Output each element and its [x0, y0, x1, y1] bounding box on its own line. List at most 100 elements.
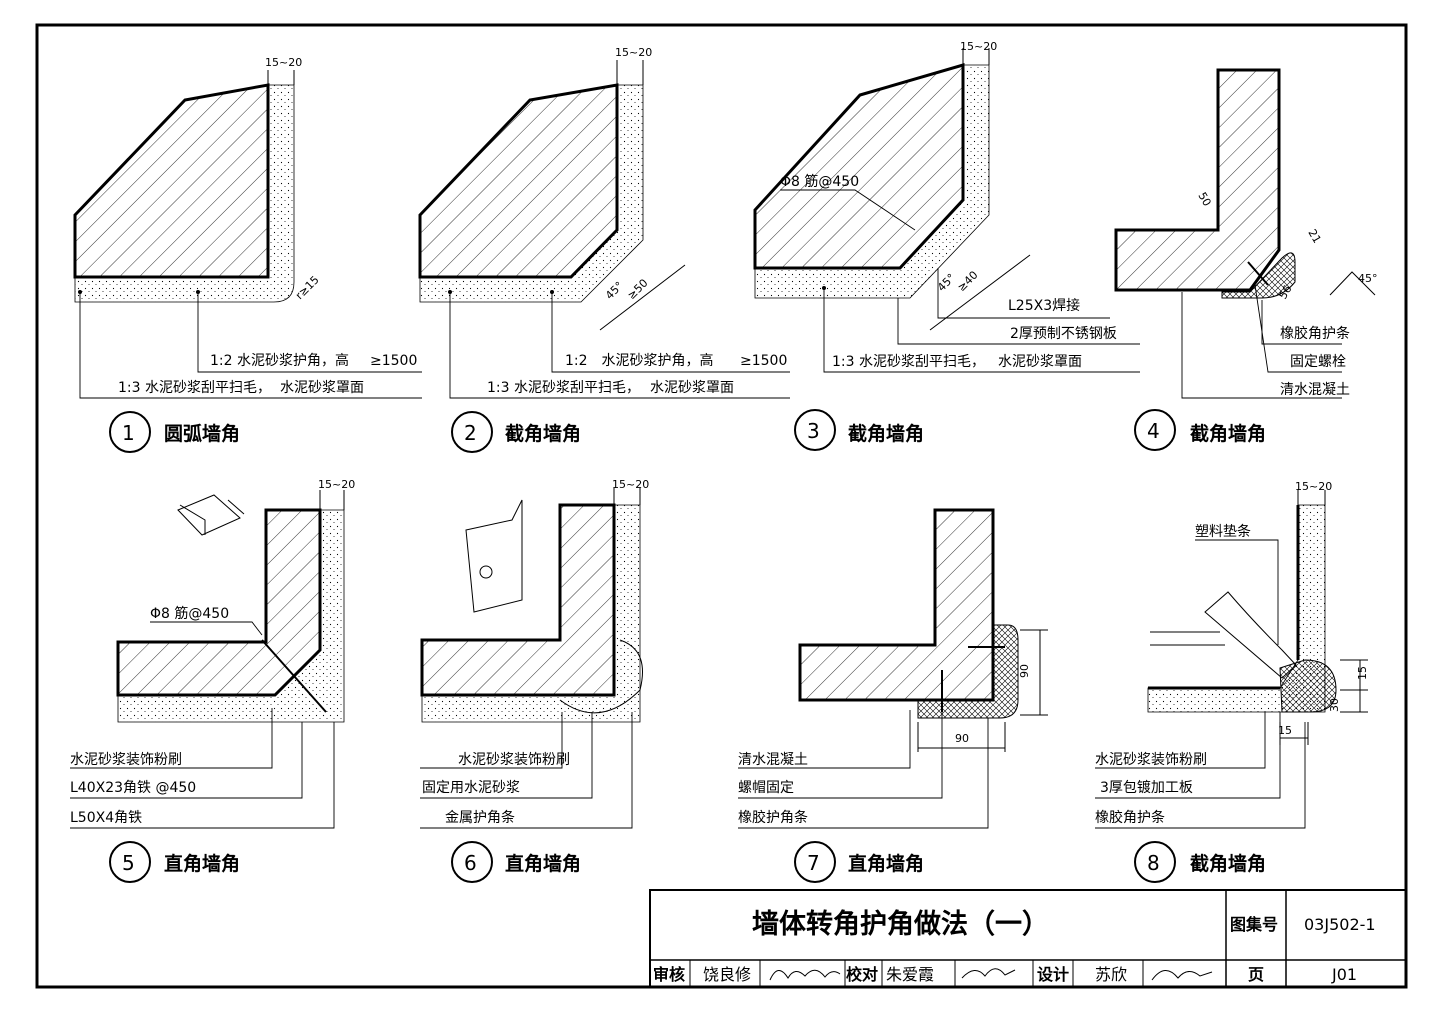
detail-number-circle — [451, 411, 493, 453]
label-bar: Φ8 筋@450 — [780, 173, 859, 190]
dim-90-vertical: 90 — [1018, 664, 1031, 678]
atlas-label: 图集号 — [1230, 915, 1278, 934]
label-3: 橡胶护角条 — [738, 809, 808, 826]
rubber-corner-strip — [1279, 659, 1337, 713]
detail-caption: 截角墙角 — [1190, 852, 1266, 875]
detail-number: 7 — [807, 851, 820, 875]
label-upper: 1:2 水泥砂浆护角，高 — [210, 352, 349, 369]
plastic-pad-sketch — [1204, 591, 1297, 679]
detail-caption: 截角墙角 — [1190, 422, 1266, 445]
dim-15-b: 15 — [1278, 724, 1292, 737]
detail-caption: 截角墙角 — [505, 422, 581, 445]
dim-21: 21 — [1305, 227, 1323, 246]
label-lower-b: 水泥砂浆罩面 — [280, 380, 364, 396]
rubber-corner-strip — [1221, 252, 1296, 299]
plaster-layer — [419, 84, 644, 303]
plaster-layer — [117, 509, 345, 723]
dim-90-horizontal: 90 — [955, 732, 969, 745]
review-signature — [769, 969, 841, 981]
check-label: 校对 — [846, 965, 878, 984]
label-1: 清水混凝土 — [738, 752, 808, 768]
detail-6: 15~20 水泥砂浆装饰粉刷 固定用水泥砂浆 金属护角条 6 直角墙角 — [420, 478, 649, 883]
label-3: 橡胶角护条 — [1095, 809, 1165, 826]
label-3: L50X4角铁 — [70, 810, 142, 826]
detail-number: 8 — [1147, 851, 1160, 875]
label-1: 水泥砂浆装饰粉刷 — [458, 752, 570, 768]
label-lower-b: 水泥砂浆罩面 — [998, 354, 1082, 370]
wall-section — [418, 83, 619, 279]
dim-radius: r≥15 — [293, 273, 322, 302]
wall-section — [798, 508, 995, 702]
design-label: 设计 — [1037, 965, 1069, 984]
dim-thickness: 15~20 — [265, 56, 302, 69]
detail-caption: 直角墙角 — [505, 852, 581, 875]
wall-section — [1114, 68, 1281, 292]
drawing-title: 墙体转角护角做法（一） — [752, 908, 1049, 940]
label-upper: 1:2 水泥砂浆护角，高 — [565, 352, 714, 369]
label-angle: L25X3焊接 — [1008, 297, 1080, 314]
detail-1: 15~20 r≥15 1:2 水泥砂浆护角，高 ≥1500 1:3 水泥砂浆刮平… — [73, 56, 422, 453]
detail-caption: 圆弧墙角 — [164, 422, 240, 445]
detail-7: 90 90 清水混凝土 螺帽固定 橡胶护角条 7 直角墙角 — [738, 508, 1048, 883]
check-signature — [961, 968, 1016, 979]
detail-5: 15~20 Φ8 筋@450 水泥砂浆装饰粉刷 L40X23角铁 @450 L5… — [70, 478, 355, 883]
dim-thickness: 15~20 — [318, 478, 355, 491]
page-number: J01 — [1331, 965, 1357, 984]
label-2: 固定用水泥砂浆 — [422, 780, 520, 796]
label-lower-b: 水泥砂浆罩面 — [650, 380, 734, 396]
detail-3: 15~20 Φ8 筋@450 45° ≥40 L25X3焊接 2厚预制不锈钢板 … — [753, 40, 1140, 451]
label-bar: Φ8 筋@450 — [150, 605, 229, 622]
detail-2: 15~20 45° ≥50 1:2 水泥砂浆护角，高 ≥1500 1:3 水泥砂… — [418, 46, 790, 453]
detail-number-circle — [109, 841, 151, 883]
label-lower: 1:3 水泥砂浆刮平扫毛， — [118, 380, 271, 396]
label-upper-height: ≥1500 — [370, 353, 417, 369]
dim-15-a: 15 — [1356, 666, 1369, 680]
detail-4: 50 21 45° 56 橡胶角护条 固定螺栓 清水混凝土 4 截角墙角 — [1114, 68, 1378, 451]
detail-number-circle — [451, 841, 493, 883]
dim-40: ≥40 — [955, 269, 981, 295]
label-plate: 2厚预制不锈钢板 — [1010, 326, 1117, 342]
dim-56: 56 — [1276, 283, 1294, 302]
detail-number: 1 — [122, 421, 135, 445]
detail-number: 6 — [464, 851, 477, 875]
detail-caption: 直角墙角 — [848, 852, 924, 875]
dim-thickness: 15~20 — [960, 40, 997, 53]
detail-number: 5 — [122, 851, 135, 875]
wall-section — [420, 503, 616, 697]
plaster-layer — [74, 84, 295, 303]
label-1: 水泥砂浆装饰粉刷 — [1095, 752, 1207, 768]
review-name: 饶良修 — [703, 965, 751, 984]
design-signature — [1151, 970, 1213, 981]
dim-thickness: 15~20 — [1295, 480, 1332, 493]
label-strip: 橡胶角护条 — [1280, 325, 1350, 342]
detail-8: 15~20 塑料垫条 15 30 15 水泥砂浆装饰粉刷 3厚包镀加工板 橡胶角… — [1095, 480, 1369, 883]
label-2: 3厚包镀加工板 — [1100, 779, 1193, 796]
atlas-number: 03J502-1 — [1304, 915, 1376, 934]
dim-50: 50 — [1195, 190, 1213, 209]
angle-iron-sketch — [177, 494, 245, 536]
wall-section — [116, 508, 322, 697]
label-bolt: 固定螺栓 — [1290, 354, 1346, 370]
review-label: 审核 — [653, 965, 685, 984]
label-3: 金属护角条 — [445, 809, 515, 826]
detail-number-circle — [794, 841, 836, 883]
label-strip: 塑料垫条 — [1195, 523, 1251, 540]
label-lower: 1:3 水泥砂浆刮平扫毛， — [487, 380, 640, 396]
leader-lower — [79, 292, 422, 399]
dim-thickness: 15~20 — [612, 478, 649, 491]
dim-45: 45° — [1358, 272, 1378, 285]
detail-number: 2 — [464, 421, 477, 445]
label-2: 螺帽固定 — [738, 780, 794, 796]
dim-50: ≥50 — [625, 277, 651, 303]
design-name: 苏欣 — [1095, 965, 1127, 984]
label-lower: 1:3 水泥砂浆刮平扫毛， — [832, 354, 985, 370]
dim-30: 30 — [1328, 698, 1341, 712]
detail-number-circle — [109, 411, 151, 453]
leader-upper — [197, 292, 422, 373]
detail-number-circle — [794, 409, 836, 451]
detail-caption: 直角墙角 — [164, 852, 240, 875]
plaster-layer — [754, 64, 990, 299]
dim-45: 45° — [603, 279, 626, 302]
detail-number-circle — [1134, 409, 1176, 451]
